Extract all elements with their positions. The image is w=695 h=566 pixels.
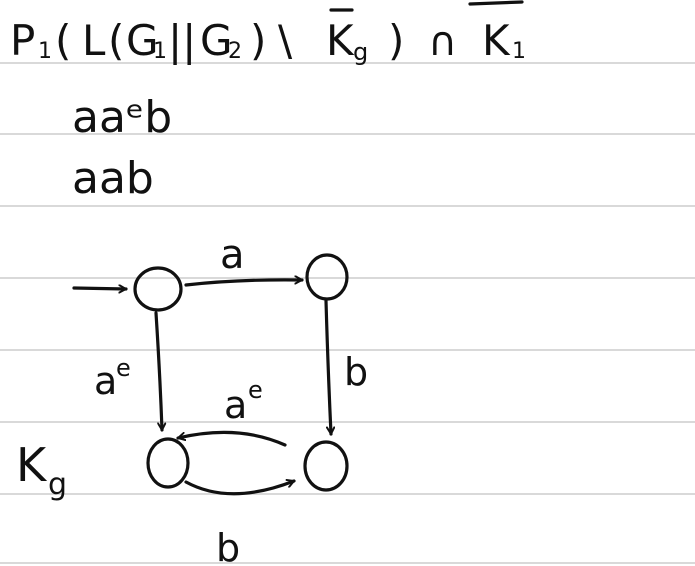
- ruled-line: [0, 62, 695, 64]
- expr-parallel: ||: [168, 16, 196, 65]
- expr-p: P: [10, 16, 35, 65]
- ruled-line: [0, 562, 695, 564]
- edge-label-br-bl-sup: e: [248, 376, 263, 404]
- expr-k1-overline: [468, 0, 524, 6]
- expr-language-l: L: [82, 16, 106, 65]
- edge-tl-bl: [154, 311, 162, 430]
- expr-open-paren: (: [55, 16, 71, 65]
- edge-label-tr-br: b: [344, 350, 368, 394]
- automaton-label: K: [16, 438, 48, 492]
- edge-label-br-bl: a: [224, 383, 247, 427]
- state-top-right: [305, 253, 349, 301]
- edge-label-tl-bl: a: [94, 359, 117, 403]
- edge-label-bl-br: b: [216, 526, 240, 566]
- expr-k1: K: [482, 16, 511, 65]
- state-top-left: [133, 266, 183, 312]
- automaton-diagram: a a e b a e b K g: [16, 232, 368, 566]
- automaton-label-sub: g: [48, 467, 67, 502]
- expr-p-sub: 1: [38, 39, 52, 64]
- word-2: aab: [72, 153, 154, 204]
- ruled-line: [0, 205, 695, 207]
- expr-g2: G: [200, 16, 233, 65]
- initial-state-arrow: [72, 288, 128, 289]
- edge-tr-br: [324, 299, 331, 434]
- expr-intersection: ∩: [428, 19, 457, 65]
- edge-tl-tr: [184, 280, 304, 287]
- expr-close-paren: ): [388, 16, 404, 65]
- ruled-line: [0, 133, 695, 135]
- expr-k1-sub: 1: [512, 39, 526, 64]
- ruled-line: [0, 493, 695, 495]
- expr-kg: K: [326, 16, 355, 65]
- expr-g2-sub: 2: [228, 39, 242, 64]
- word-1: aaᵉb: [72, 92, 172, 143]
- expression: P 1 ( L ( G 1 || G 2 ) \ K g ) ∩ K 1: [10, 0, 526, 66]
- state-bottom-right: [303, 440, 349, 492]
- ruled-line: [0, 421, 695, 423]
- expr-inner-open: (: [108, 16, 124, 65]
- edge-bl-br: [184, 481, 294, 496]
- expr-setminus: \: [278, 16, 293, 65]
- ruled-line: [0, 349, 695, 351]
- expr-kg-sub: g: [353, 38, 368, 66]
- edge-br-bl: [178, 430, 287, 447]
- state-bottom-left: [146, 437, 190, 489]
- expr-g1-sub: 1: [153, 39, 167, 64]
- edge-label-tl-tr: a: [220, 232, 245, 278]
- expr-inner-close: ): [250, 16, 266, 65]
- edge-label-tl-bl-sup: e: [116, 354, 131, 382]
- expr-g1: G: [126, 16, 159, 65]
